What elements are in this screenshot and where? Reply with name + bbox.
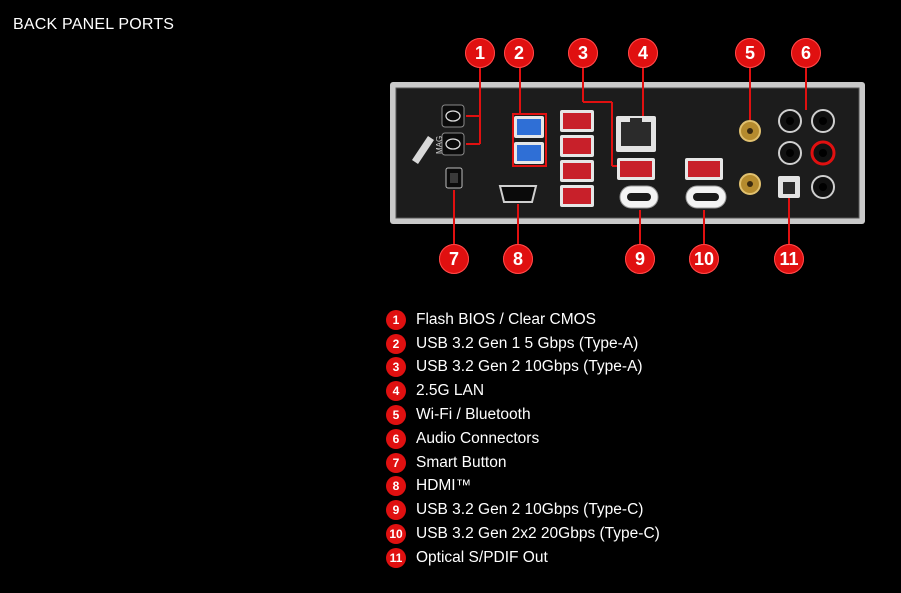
legend-item: 2 USB 3.2 Gen 1 5 Gbps (Type-A) [386,332,706,356]
legend-number-badge: 7 [386,452,406,473]
legend-number-badge: 10 [386,524,406,545]
legend-label: Smart Button [416,453,507,471]
cmos-button-icon [441,132,465,156]
legend-number-badge: 8 [386,476,406,497]
legend-item: 4 2.5G LAN [386,379,706,403]
legend-item: 9 USB 3.2 Gen 2 10Gbps (Type-C) [386,498,706,522]
callout-7: 7 [439,244,469,274]
legend-item: 5 Wi-Fi / Bluetooth [386,403,706,427]
bios-button-icon [441,104,465,128]
legend-label: USB 3.2 Gen 1 5 Gbps (Type-A) [416,334,639,352]
audio-jack-icon [778,109,836,199]
legend-number-badge: 9 [386,500,406,521]
usb-c-port-icon [619,185,659,209]
legend-label: USB 3.2 Gen 2x2 20Gbps (Type-C) [416,525,660,543]
legend-item: 10 USB 3.2 Gen 2x2 20Gbps (Type-C) [386,522,706,546]
callout-9: 9 [625,244,655,274]
svg-text:MAG: MAG [435,136,444,154]
callout-4: 4 [628,38,658,68]
callout-10: 10 [689,244,719,274]
legend-label: Wi-Fi / Bluetooth [416,406,531,424]
spdif-port-icon [778,176,800,198]
legend-number-badge: 4 [386,381,406,402]
legend-item: 8 HDMI™ [386,475,706,499]
legend-label: Optical S/PDIF Out [416,548,548,566]
legend-number-badge: 11 [386,547,406,568]
callout-6: 6 [791,38,821,68]
legend-label: 2.5G LAN [416,382,485,400]
legend-label: HDMI™ [416,477,472,495]
callout-11: 11 [774,244,804,274]
hdmi-port-icon [498,185,538,203]
legend-label: Audio Connectors [416,429,540,447]
legend-label: USB 3.2 Gen 2 10Gbps (Type-A) [416,358,643,376]
callout-leader-lines [453,68,807,244]
usb-c-port-icon [685,185,727,209]
antenna-connector-icon [739,120,761,195]
legend-item: 7 Smart Button [386,451,706,475]
page-title: BACK PANEL PORTS [13,16,175,33]
usb-a-port-icon [560,110,594,207]
legend-label: Flash BIOS / Clear CMOS [416,310,597,328]
legend-item: 1 Flash BIOS / Clear CMOS [386,308,706,332]
legend-item: 11 Optical S/PDIF Out [386,546,706,570]
callout-5: 5 [735,38,765,68]
legend-number-badge: 6 [386,428,406,449]
legend-item: 3 USB 3.2 Gen 2 10Gbps (Type-A) [386,356,706,380]
port-legend: 1 Flash BIOS / Clear CMOS 2 USB 3.2 Gen … [386,308,706,570]
back-panel-figure: MAG [380,32,880,282]
callout-3: 3 [568,38,598,68]
usb-a-port-icon [514,116,544,164]
legend-item: 6 Audio Connectors [386,427,706,451]
legend-number-badge: 3 [386,357,406,378]
legend-label: USB 3.2 Gen 2 10Gbps (Type-C) [416,501,644,519]
lan-port-icon [616,116,656,152]
callout-1: 1 [465,38,495,68]
legend-number-badge: 2 [386,333,406,354]
brand-logo-icon: MAG [412,136,444,164]
legend-number-badge: 1 [386,309,406,330]
back-panel-illustration: MAG [390,68,865,244]
callout-2: 2 [504,38,534,68]
legend-number-badge: 5 [386,405,406,426]
callout-8: 8 [503,244,533,274]
